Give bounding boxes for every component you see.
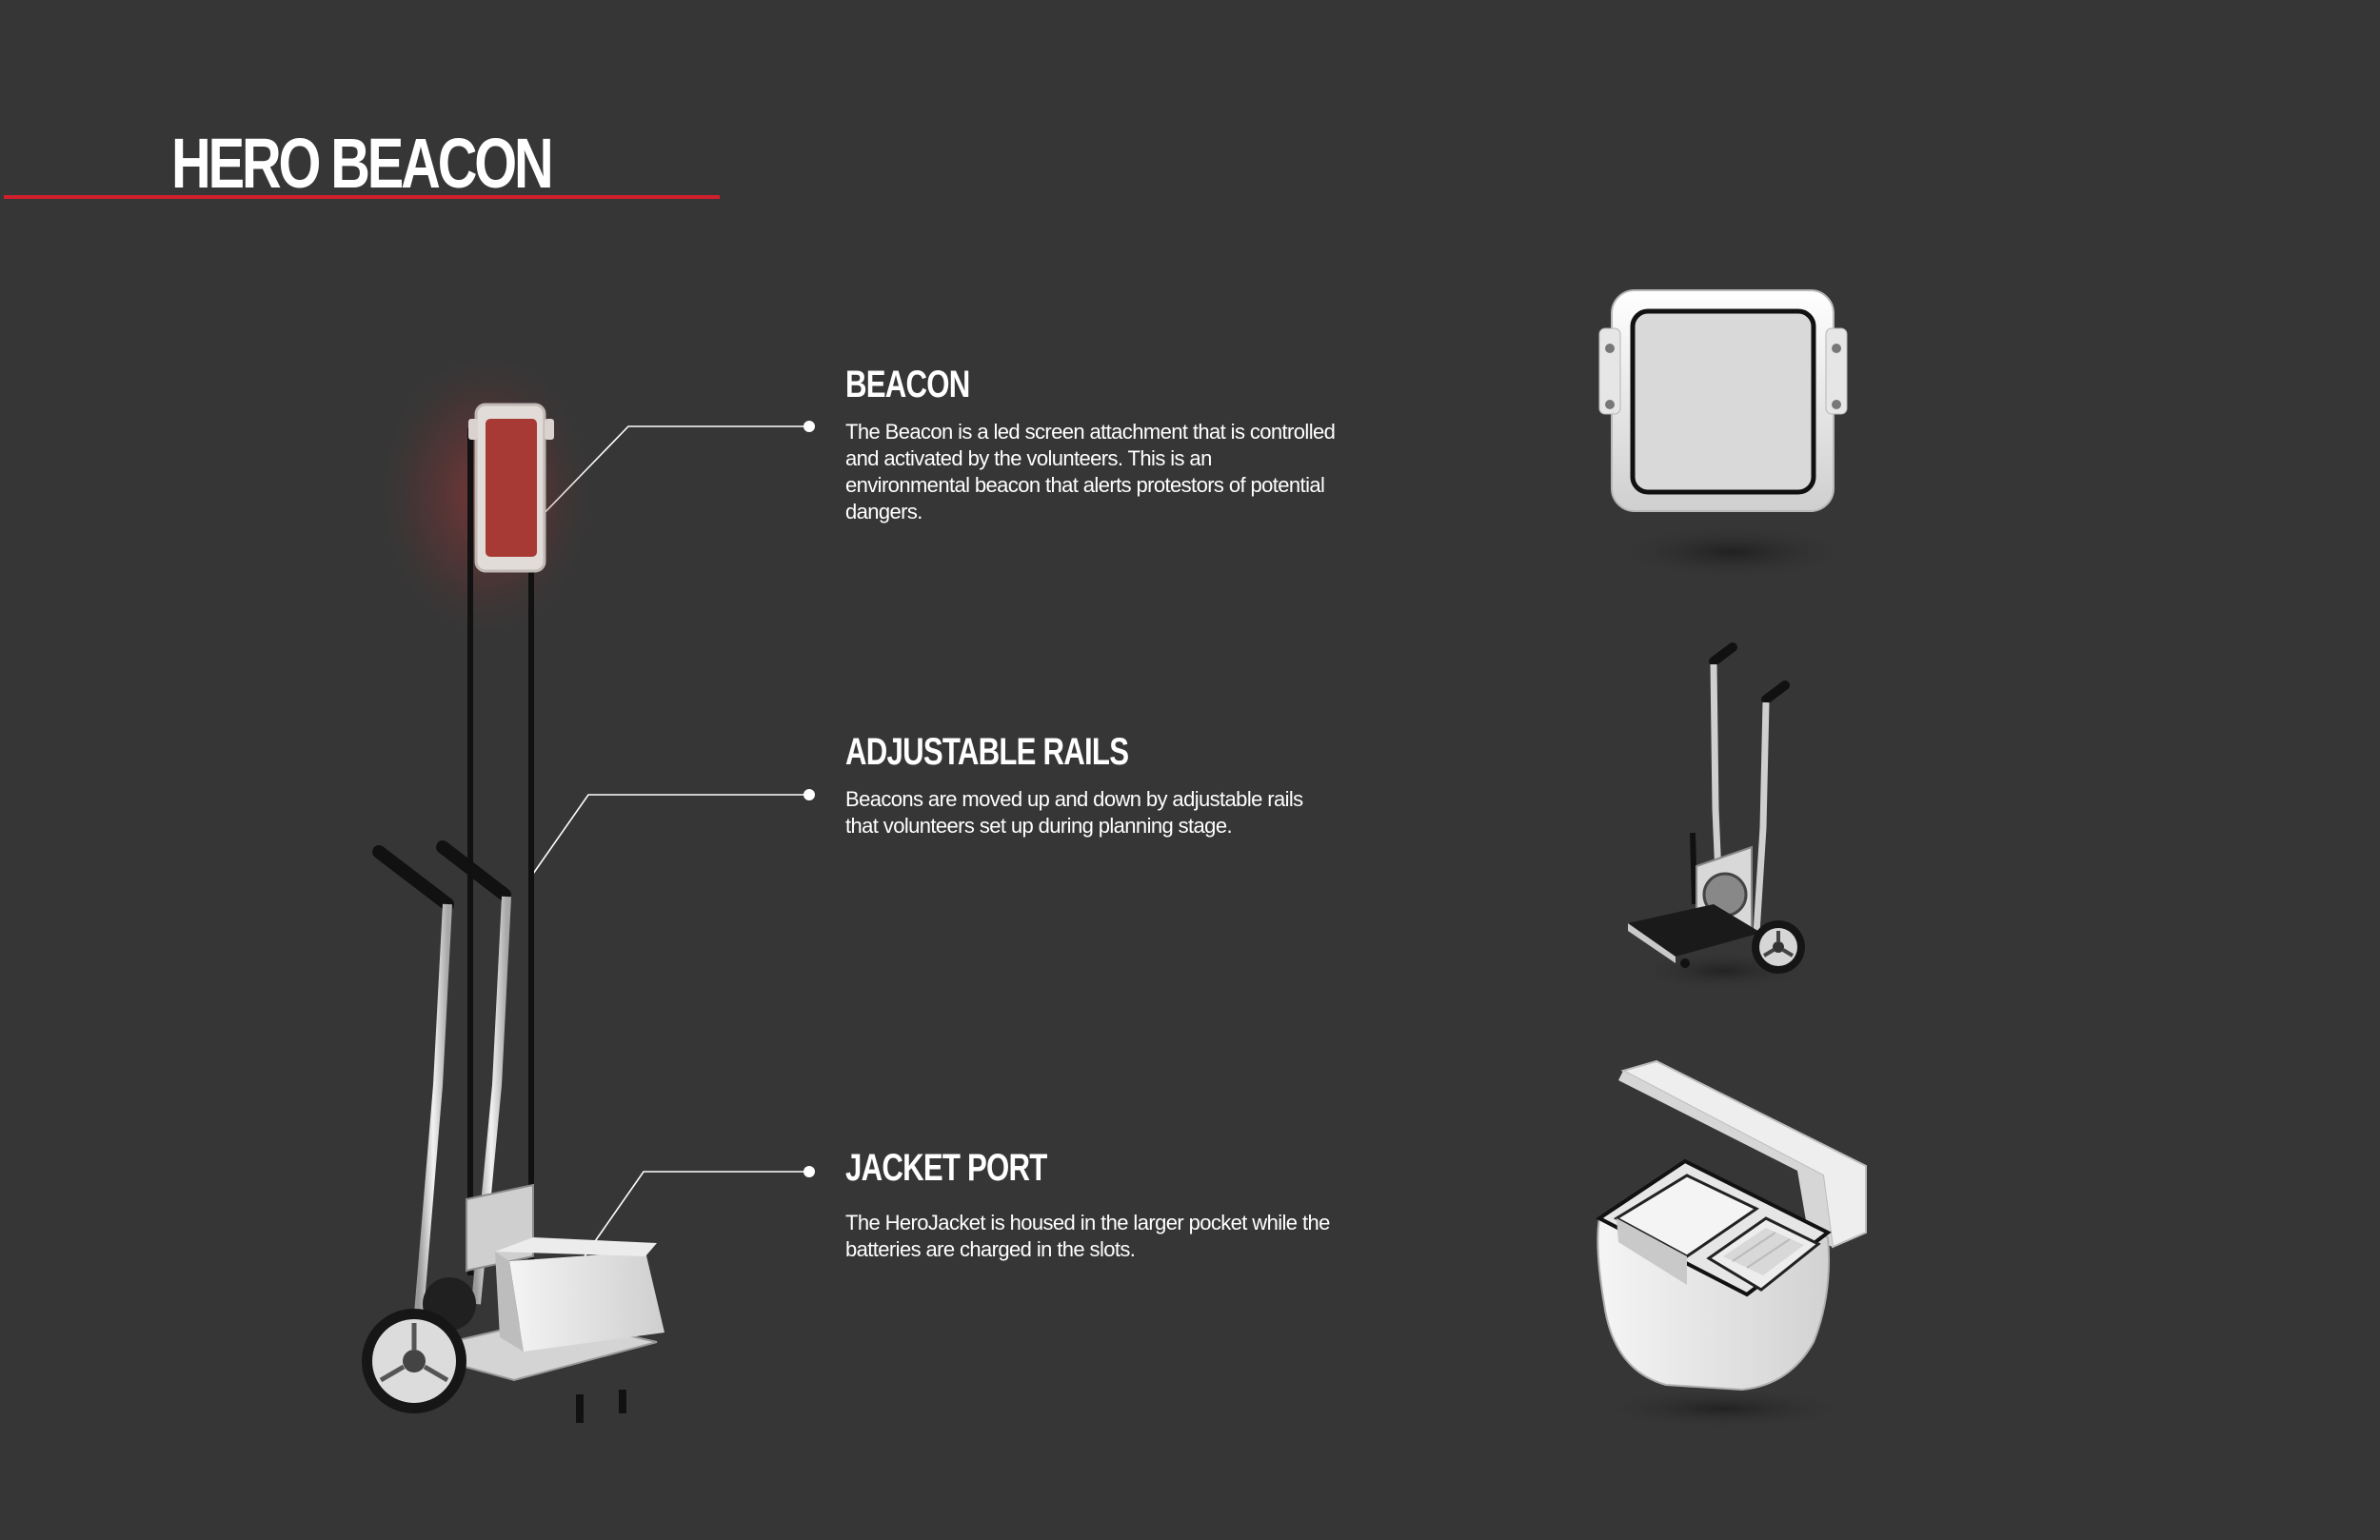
feature-heading-adjustable-rails: ADJUSTABLE RAILS <box>845 731 1129 773</box>
title-underline <box>4 195 720 199</box>
jacket-port-box-image <box>1590 1059 1867 1430</box>
feature-adjustable-rails: ADJUSTABLE RAILS Beacons are moved up an… <box>845 731 1340 839</box>
cart-frame-image <box>1628 642 1814 992</box>
feature-heading-beacon: BEACON <box>845 364 970 405</box>
page-title: HERO BEACON <box>171 124 554 203</box>
feature-jacket-port: JACKET PORT The HeroJacket is housed in … <box>845 1147 1340 1263</box>
feature-text-jacket-port: The HeroJacket is housed in the larger p… <box>845 1211 1330 1261</box>
feature-text-adjustable-rails: Beacons are moved up and down by adjusta… <box>845 787 1303 838</box>
feature-beacon: BEACON The Beacon is a led screen attach… <box>845 364 1340 525</box>
feature-text-beacon: The Beacon is a led screen attachment th… <box>845 420 1336 523</box>
hero-beacon-cart-image <box>362 343 664 1423</box>
feature-heading-jacket-port: JACKET PORT <box>845 1147 1047 1189</box>
beacon-screen-image <box>1598 289 1856 581</box>
